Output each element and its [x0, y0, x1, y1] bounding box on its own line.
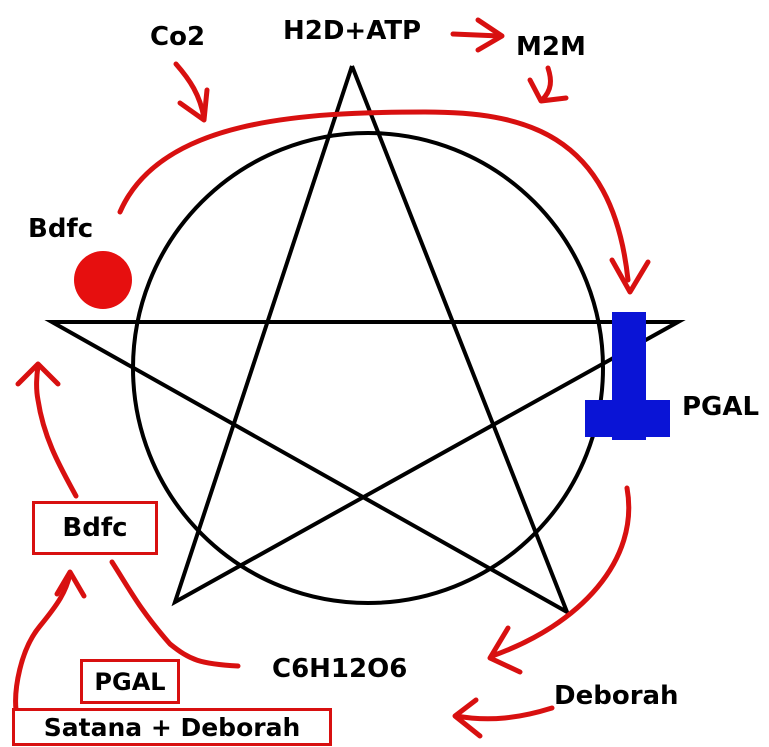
arrow-m2m	[539, 65, 553, 103]
line-c6-to-bdfc	[109, 559, 241, 669]
line-satana-to-bdfc-head	[54, 569, 87, 599]
red-dot-icon	[74, 251, 132, 309]
pentagram-shape	[44, 65, 686, 617]
box-satana-deborah: Satana + Deborah	[12, 708, 332, 746]
label-bdfc-top: Bdfc	[28, 214, 94, 244]
label-h2d-atp: H2D+ATP	[283, 16, 422, 46]
box-pgal-label: PGAL	[94, 667, 166, 696]
arrow-group	[13, 17, 651, 739]
box-pgal: PGAL	[80, 659, 180, 704]
line-bdfc-box-to-dot	[34, 363, 79, 499]
arrow-h2d-m2m	[450, 31, 503, 39]
line-bdfc-box-to-dot-head	[15, 361, 61, 387]
arrow-h2d-m2m-head	[475, 17, 505, 53]
label-pgal-right: PGAL	[682, 392, 760, 422]
box-bdfc: Bdfc	[32, 501, 158, 555]
label-c6h12o6: C6H12O6	[272, 654, 408, 684]
inverted-cross-icon	[585, 312, 670, 440]
box-bdfc-label: Bdfc	[62, 513, 128, 543]
label-deborah: Deborah	[554, 681, 679, 711]
arc-bdfc-to-cross-head	[609, 257, 651, 295]
arc-cross-to-c6	[489, 485, 632, 659]
arrow-co2-head	[177, 87, 210, 123]
circle-shape	[131, 131, 605, 605]
label-m2m: M2M	[516, 32, 586, 62]
box-satana-deborah-label: Satana + Deborah	[43, 712, 301, 742]
arrow-m2m-head	[527, 77, 569, 104]
arrow-deborah	[453, 705, 555, 722]
arc-cross-to-c6-head	[487, 625, 523, 675]
line-satana-to-bdfc	[13, 571, 73, 713]
arc-bdfc-to-cross	[117, 109, 631, 283]
arrow-deborah-head	[452, 697, 483, 739]
label-co2: Co2	[150, 22, 206, 52]
